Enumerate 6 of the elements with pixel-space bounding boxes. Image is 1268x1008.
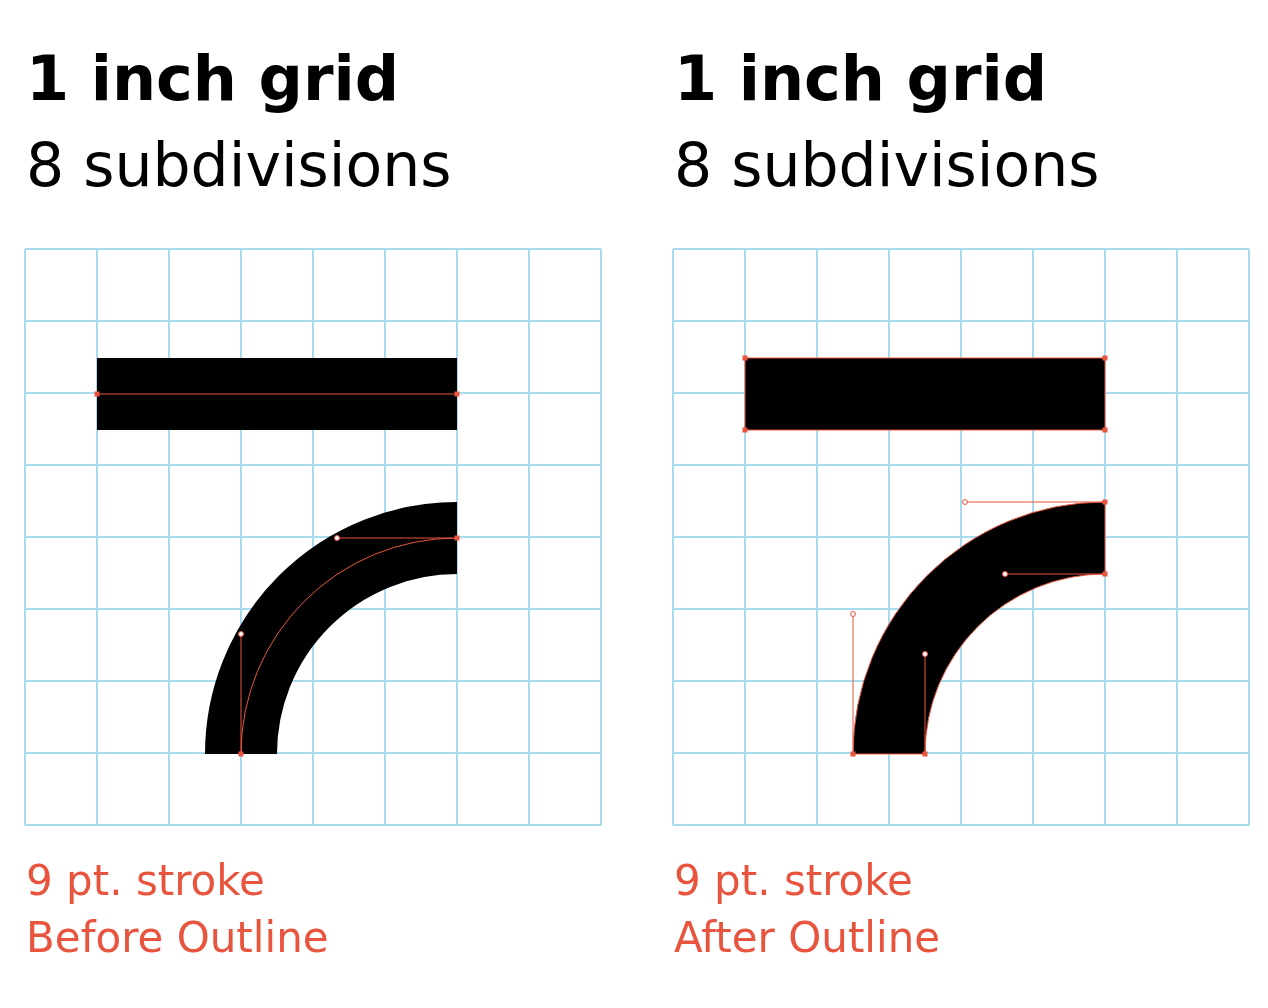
caption-text: Before Outline	[26, 917, 329, 959]
subheading-text: 8 subdivisions	[26, 135, 452, 195]
caption-text: 9 pt. stroke	[674, 860, 913, 902]
caption-text: After Outline	[674, 917, 941, 959]
caption-text: 9 pt. stroke	[26, 860, 265, 902]
subheading-text: 8 subdivisions	[674, 135, 1100, 195]
